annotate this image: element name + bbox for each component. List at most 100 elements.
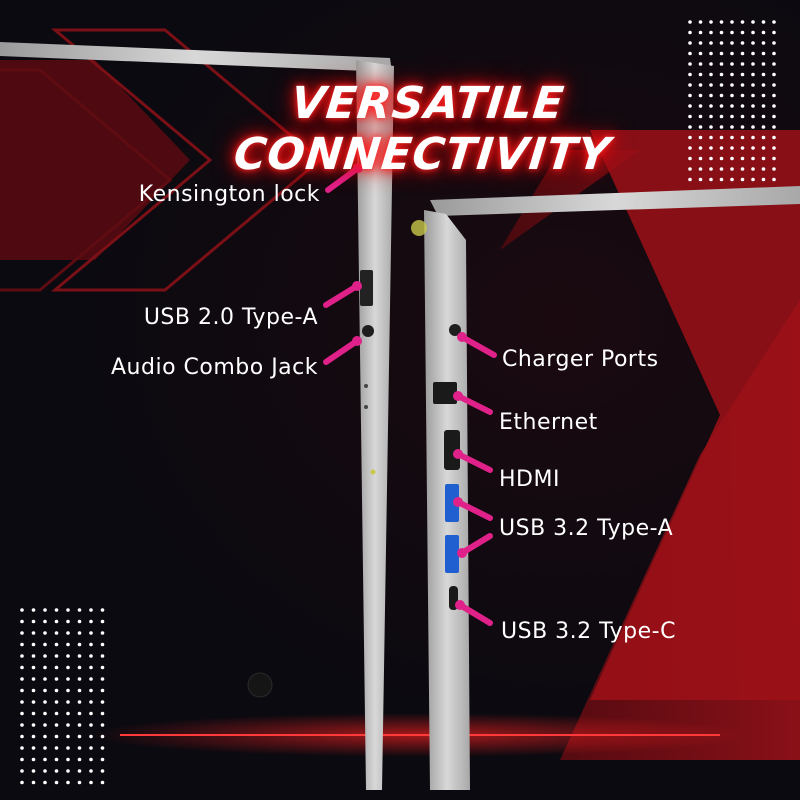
decor-dot (43, 723, 47, 727)
decor-dot (761, 62, 766, 66)
decor-dot (20, 769, 24, 773)
decor-dot (89, 608, 93, 612)
decor-dot (100, 757, 105, 762)
decor-dot (772, 72, 776, 77)
decor-dot (89, 769, 93, 773)
decor-dot (43, 665, 47, 670)
decor-dot (709, 20, 713, 24)
decor-dot (100, 631, 105, 635)
charger-port (449, 324, 461, 336)
decor-dot (100, 608, 105, 612)
decor-dot (77, 734, 82, 739)
decor-dot (709, 135, 713, 140)
decor-dot (688, 135, 692, 140)
decor-dot (20, 608, 24, 612)
decor-dot (730, 104, 734, 108)
decor-dot (100, 723, 105, 727)
decor-dot (66, 619, 70, 624)
decor-dot (66, 654, 70, 658)
decor-dot (77, 608, 82, 612)
decor-dot (751, 30, 755, 35)
decor-dot (54, 723, 59, 727)
decor-dot (719, 125, 724, 129)
decor-dot (54, 677, 59, 681)
decor-dot (740, 51, 745, 56)
decor-dot (719, 72, 724, 77)
decor-dot (89, 700, 93, 704)
decor-dot (20, 723, 24, 727)
decor-dot (89, 642, 93, 647)
audio-jack (362, 325, 374, 337)
usbc-pointer (455, 600, 493, 626)
decor-dot (20, 757, 24, 762)
decor-dot (43, 757, 47, 762)
decor-dot (730, 146, 734, 150)
decor-dot (698, 146, 703, 150)
decor-dot (89, 619, 93, 624)
decor-dot (66, 665, 70, 670)
decor-dot (761, 167, 766, 171)
decor-dot (77, 642, 82, 647)
decor-dot (751, 146, 755, 150)
decor-dot (751, 135, 755, 140)
decor-dot (100, 711, 105, 716)
decor-dot (709, 104, 713, 108)
decor-dot (688, 125, 692, 129)
decor-dot (688, 146, 692, 150)
decor-dot (740, 20, 745, 24)
left-chevron-shape (0, 60, 190, 260)
decor-dot (772, 62, 776, 66)
decor-dot (709, 72, 713, 77)
dot-grid-top-right (688, 20, 776, 182)
decor-dot (698, 62, 703, 66)
decor-dot (20, 734, 24, 739)
decor-dot (100, 700, 105, 704)
decor-dot (688, 83, 692, 87)
decor-dot (709, 146, 713, 150)
decor-dot (31, 734, 36, 739)
decor-dot (77, 723, 82, 727)
decor-dot (719, 30, 724, 35)
decor-dot (761, 125, 766, 129)
decor-dot (698, 41, 703, 45)
decor-dot (77, 769, 82, 773)
left-laptop-side-view (0, 42, 394, 790)
decor-dot (100, 769, 105, 773)
decor-dot (698, 93, 703, 98)
decor-dot (66, 757, 70, 762)
decor-dot (66, 700, 70, 704)
decor-dot (43, 688, 47, 693)
decor-dot (751, 41, 755, 45)
decor-dot (688, 177, 692, 182)
hdmi-pointer (453, 449, 493, 473)
decor-dot (730, 135, 734, 140)
decor-dot (89, 654, 93, 658)
decor-dot (730, 93, 734, 98)
decor-dot (66, 711, 70, 716)
decor-dot (66, 734, 70, 739)
decor-dot (730, 125, 734, 129)
decor-dot (751, 114, 755, 119)
decor-dot (688, 104, 692, 108)
decor-dot (77, 665, 82, 670)
decor-dot (688, 30, 692, 35)
decor-dot (20, 688, 24, 693)
decor-dot (66, 631, 70, 635)
decor-dot (698, 104, 703, 108)
decor-dot (761, 177, 766, 182)
decor-dot (740, 167, 745, 171)
decor-dot (688, 72, 692, 77)
decor-dot (761, 51, 766, 56)
decor-dot (77, 688, 82, 693)
decor-dot (54, 642, 59, 647)
decor-dot (31, 642, 36, 647)
decor-dot (20, 677, 24, 681)
decor-dot (761, 104, 766, 108)
decor-dot (709, 177, 713, 182)
decor-dot (89, 631, 93, 635)
decor-dot (20, 746, 24, 750)
decor-dot (688, 156, 692, 161)
decor-dot (730, 177, 734, 182)
decor-dot (66, 746, 70, 750)
decor-dot (730, 83, 734, 87)
